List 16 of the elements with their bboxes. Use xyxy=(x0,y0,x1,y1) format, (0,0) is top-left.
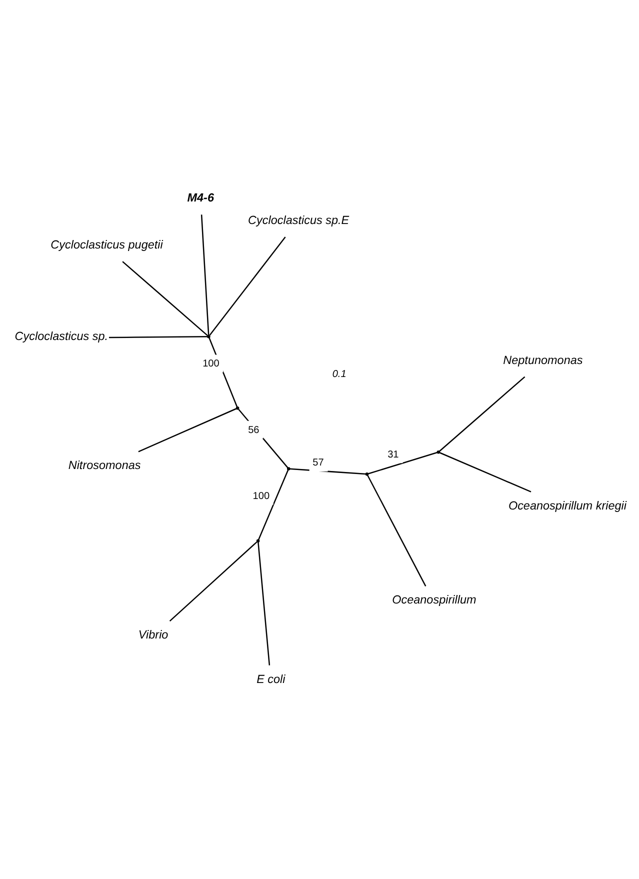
node-text: Oceanospirillum xyxy=(392,593,476,606)
node-text: Oceanospirillum kriegii xyxy=(508,498,626,512)
node-text: M4-6 xyxy=(187,191,214,204)
edge-label: 31 xyxy=(388,448,399,460)
node-text: Cycloclasticus sp. xyxy=(14,330,108,343)
edge-label: 57 xyxy=(312,457,324,468)
edge-label: 100 xyxy=(202,358,220,370)
node-text: E coli xyxy=(256,672,286,686)
node-text: Neptunomonas xyxy=(503,353,583,366)
node-text: Vibrio xyxy=(138,628,168,642)
edge-label: 56 xyxy=(248,424,260,436)
node-text: Nitrosomonas xyxy=(68,458,141,472)
edge-label: 100 xyxy=(252,490,270,502)
node-text: Cycloclasticus sp.E xyxy=(248,213,350,226)
node-text: Cycloclasticus pugetii xyxy=(50,238,163,252)
label: 0.1 xyxy=(332,368,346,380)
